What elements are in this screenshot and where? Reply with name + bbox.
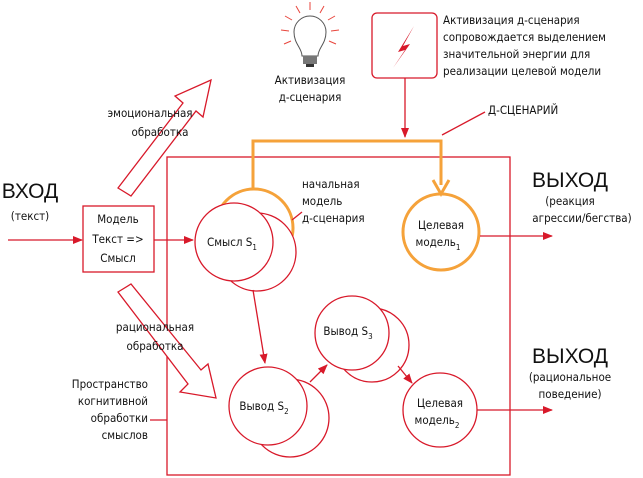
s1-label: Смысл S1	[207, 235, 257, 252]
target-model-2-node	[402, 372, 478, 448]
cognitive-space-box	[166, 156, 511, 476]
target-model-1-node	[401, 192, 481, 272]
rational-line1: рациональная	[116, 320, 194, 334]
s3-to-t2-arrow	[397, 365, 413, 384]
input-subtitle: (текст)	[11, 209, 49, 223]
t1-line2: модель1	[416, 235, 461, 252]
model-box-line3: Смысл	[100, 251, 136, 265]
scenario-leader-line	[441, 111, 486, 136]
emotional-line2: обработка	[132, 125, 189, 139]
model-box-line1: Модель	[97, 212, 139, 226]
space-line1: Пространство	[72, 377, 148, 391]
rational-processing-arrow	[117, 283, 217, 399]
energy-line2: сопровождается выделением	[443, 30, 606, 44]
s2-to-s3-arrow	[309, 364, 328, 383]
output2-title: ВЫХОД	[532, 345, 608, 368]
emotional-processing-arrow	[117, 78, 212, 197]
energy-line4: реализации целевой модели	[443, 64, 601, 78]
lightning-icon	[371, 12, 438, 79]
space-line4: смыслов	[102, 428, 148, 442]
energy-line1: Активизация д-сценария	[443, 13, 580, 27]
t2-line1: Целевая	[417, 396, 463, 410]
rational-line2: обработка	[127, 339, 184, 353]
space-line2: когнитивной	[78, 394, 148, 408]
output2-line2: поведение)	[539, 387, 602, 401]
d-scenario-path	[251, 139, 443, 190]
input-title: ВХОД	[2, 180, 59, 203]
bulb-line1: Активизация	[275, 73, 346, 87]
scenario-label: Д-СЦЕНАРИЙ	[488, 102, 558, 117]
s2-label: Вывод S2	[239, 399, 288, 416]
output1-line1: (реакция	[545, 194, 595, 208]
s3-label: Вывод S3	[323, 324, 372, 341]
s2-node	[228, 366, 308, 446]
model-box-line2: Текст =>	[91, 232, 143, 246]
model-box	[82, 205, 155, 273]
initial-model-leader	[291, 211, 303, 221]
t1-line1: Целевая	[418, 218, 464, 232]
light-bulb-icon	[280, 2, 340, 67]
output1-title: ВЫХОД	[532, 169, 608, 192]
initial-model-line2: модель	[302, 194, 342, 208]
s3-node	[314, 295, 390, 371]
energy-line3: значительной энергии для	[443, 47, 590, 61]
t2-line2: модель2	[415, 413, 460, 430]
bulb-line2: д-сценария	[279, 90, 342, 104]
space-line3: обработки	[91, 411, 148, 425]
output2-line1: (рациональное	[529, 370, 611, 384]
s1-node	[194, 202, 274, 282]
initial-model-line1: начальная	[302, 177, 360, 191]
s1-to-s2-arrow	[252, 289, 268, 364]
output1-line2: агрессии/бегства)	[532, 211, 631, 225]
emotional-line1: эмоциональная	[107, 106, 192, 120]
initial-model-line3: д-сценария	[302, 211, 365, 225]
